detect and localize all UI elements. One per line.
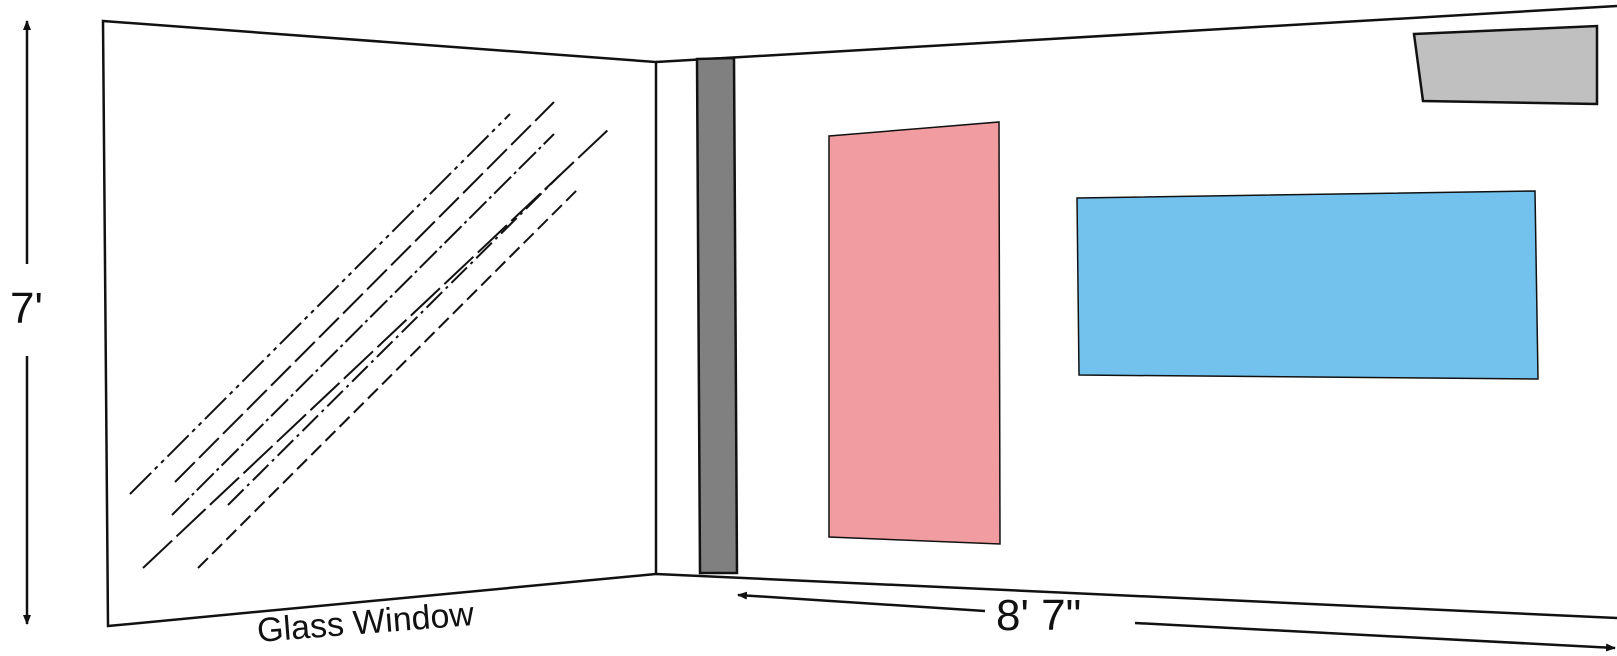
- height-dimension: 7': [10, 20, 43, 625]
- reflection-line: [171, 133, 555, 516]
- reflection-line: [227, 174, 561, 506]
- reflection-line: [129, 113, 511, 495]
- left-wall: [101, 19, 658, 628]
- right-wall: [655, 4, 1617, 620]
- pink-panel: [828, 121, 1001, 545]
- reflection-line: [174, 101, 555, 483]
- height-label: 7': [10, 284, 43, 333]
- corner-post: [695, 56, 739, 575]
- gray-panel: [1412, 24, 1599, 106]
- width-arrow-right: [1134, 621, 1616, 652]
- reflection-line: [197, 186, 581, 569]
- width-label: 8' 7": [996, 591, 1081, 640]
- width-arrow-left: [737, 591, 986, 613]
- width-dimension: 8' 7": [737, 591, 1616, 652]
- glass-reflection-lines: [129, 101, 611, 569]
- blue-panel: [1076, 190, 1539, 380]
